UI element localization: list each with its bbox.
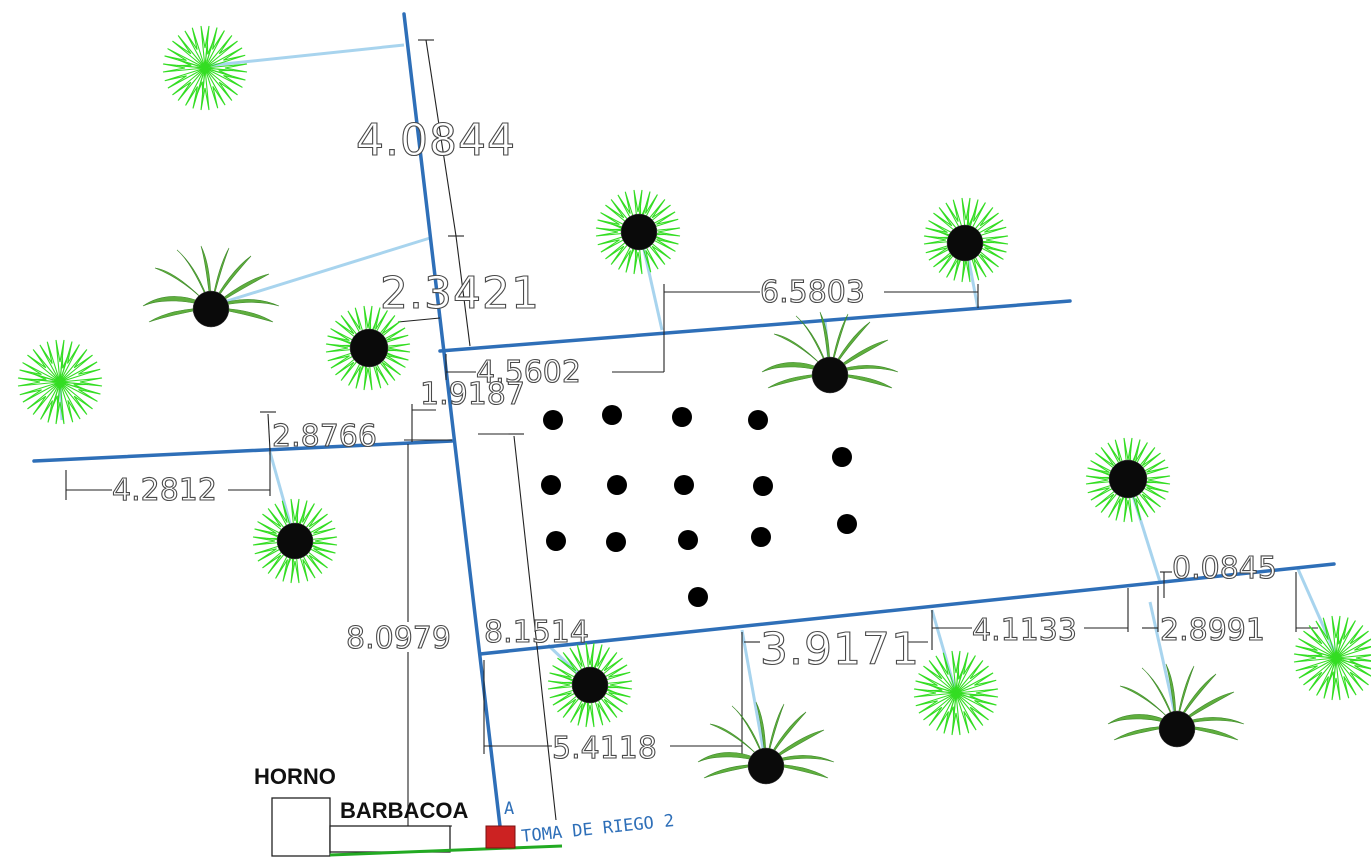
dim-text: 2.8991 bbox=[1160, 613, 1265, 648]
ground-line bbox=[329, 844, 563, 857]
dim-text: 8.0979 bbox=[346, 621, 451, 656]
tree-spiky-icon bbox=[1293, 615, 1371, 701]
horno-label: HORNO bbox=[254, 764, 336, 789]
dot-grid bbox=[541, 405, 857, 607]
dim-text: 6.5803 bbox=[760, 275, 865, 310]
dimension-lines bbox=[65, 39, 1318, 827]
dim-text: 0.0845 bbox=[1172, 551, 1277, 586]
horno-box bbox=[271, 797, 331, 857]
dim-text: 4.2812 bbox=[112, 473, 217, 508]
structures bbox=[271, 797, 563, 857]
dim-text: 5.4118 bbox=[552, 731, 657, 766]
pipe-upper-right bbox=[438, 299, 1072, 353]
tree-spiky-icon bbox=[162, 25, 248, 111]
emitters bbox=[192, 213, 1196, 785]
dim-text: 4.0844 bbox=[356, 115, 516, 166]
dim-text: 2.3421 bbox=[380, 268, 540, 319]
dim-text: 2.8766 bbox=[272, 419, 377, 454]
pipe-lower-right bbox=[478, 562, 1336, 656]
dim-text: 3.9171 bbox=[760, 624, 920, 675]
dim-text: 4.1133 bbox=[972, 613, 1077, 648]
valve-icon bbox=[485, 825, 516, 849]
barbacoa-box bbox=[329, 825, 451, 853]
tree-spiky-icon bbox=[17, 339, 103, 425]
lateral-lines bbox=[58, 43, 1338, 766]
toma-riego-label: TOMA DE RIEGO 2 bbox=[520, 811, 675, 847]
tree-spiky-icon bbox=[913, 650, 999, 736]
barbacoa-label: BARBACOA bbox=[340, 798, 468, 823]
pipe-left bbox=[32, 439, 454, 463]
marker-a-label: A bbox=[504, 799, 514, 819]
dimension-texts: 4.0844 2.3421 6.5803 4.5602 1.9187 2.876… bbox=[111, 114, 1277, 766]
dim-text: 4.5602 bbox=[476, 355, 581, 390]
dim-text: 8.1514 bbox=[484, 615, 589, 650]
dim-text: 1.9187 bbox=[420, 377, 525, 412]
trees-palm bbox=[142, 245, 1245, 779]
